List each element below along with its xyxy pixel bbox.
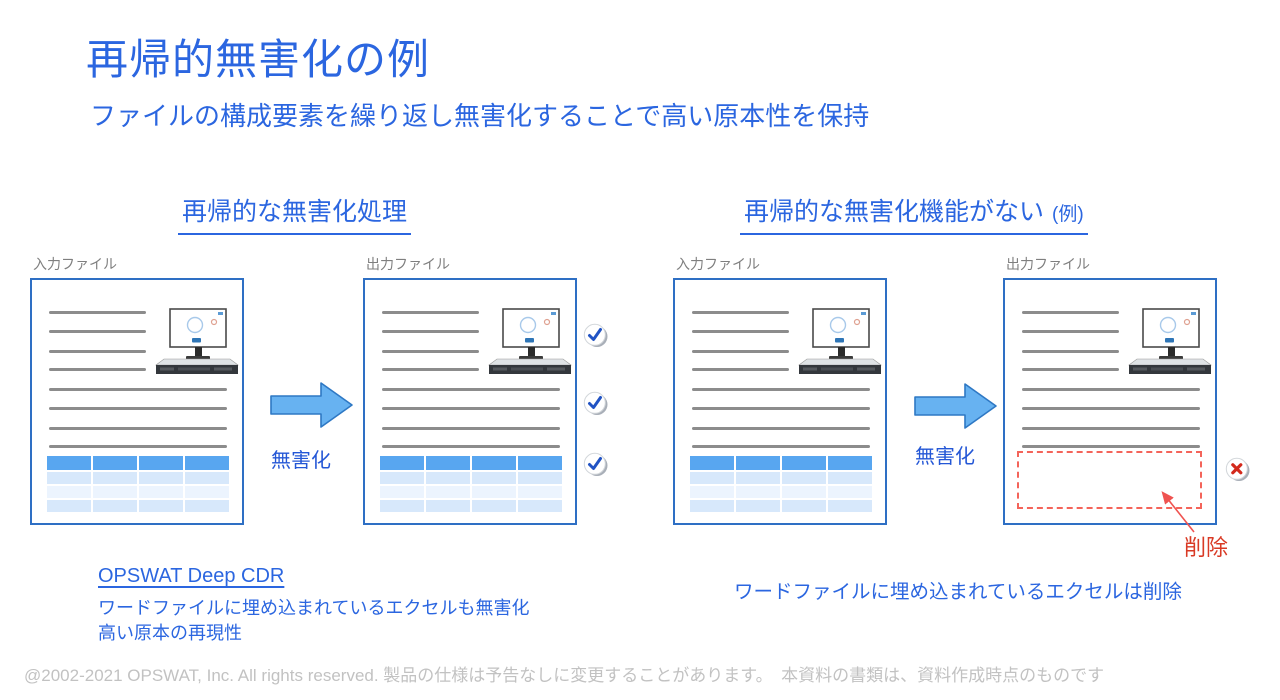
left-section-header-text: 再帰的な無害化処理 xyxy=(182,198,408,226)
table-row xyxy=(690,472,872,484)
cross-icon xyxy=(1225,457,1250,481)
table-row xyxy=(380,472,562,484)
deleted-table-area xyxy=(1017,451,1202,509)
doc-line xyxy=(382,388,560,391)
doc-line xyxy=(692,445,870,448)
right-note: ワードファイルに埋め込まれているエクセルは削除 xyxy=(734,581,1182,603)
doc-line xyxy=(1022,388,1200,391)
server-monitor-icon xyxy=(155,308,239,374)
doc-line xyxy=(692,350,789,353)
table-row xyxy=(690,486,872,498)
check-icon xyxy=(583,452,608,476)
doc-line xyxy=(49,388,227,391)
right-input-document xyxy=(673,278,887,525)
left-section-header: 再帰的な無害化処理 xyxy=(178,192,412,235)
doc-line xyxy=(692,311,789,314)
table-row xyxy=(380,486,562,498)
left-input-file-label: 入力ファイル xyxy=(33,256,117,272)
table-header-row xyxy=(690,456,872,470)
embedded-excel-table xyxy=(47,456,229,512)
doc-line xyxy=(49,427,227,430)
doc-line xyxy=(1022,330,1119,333)
doc-line xyxy=(1022,350,1119,353)
doc-line xyxy=(1022,445,1200,448)
right-section-header: 再帰的な無害化機能がない (例) xyxy=(740,192,1088,235)
right-output-file-label: 出力ファイル xyxy=(1006,256,1090,272)
doc-line xyxy=(49,311,146,314)
doc-line xyxy=(692,407,870,410)
doc-line xyxy=(692,368,789,371)
embedded-excel-table xyxy=(380,456,562,512)
doc-line xyxy=(49,350,146,353)
delete-label: 削除 xyxy=(1184,535,1229,560)
server-monitor-icon xyxy=(488,308,572,374)
table-header-row xyxy=(380,456,562,470)
left-note-line1: ワードファイルに埋め込まれているエクセルも無害化 xyxy=(98,598,530,618)
check-icon xyxy=(583,323,608,347)
left-output-document xyxy=(363,278,577,525)
right-section-header-suffix: (例) xyxy=(1052,204,1084,225)
left-note-line2: 高い原本の再現性 xyxy=(98,623,242,643)
server-monitor-icon xyxy=(798,308,882,374)
right-output-document xyxy=(1003,278,1217,525)
doc-line xyxy=(382,427,560,430)
table-row xyxy=(47,486,229,498)
server-monitor-icon xyxy=(1128,308,1212,374)
block-arrow-right-icon xyxy=(914,383,997,429)
doc-line xyxy=(382,445,560,448)
left-arrow-label: 無害化 xyxy=(271,450,331,472)
doc-line xyxy=(49,330,146,333)
embedded-excel-table xyxy=(690,456,872,512)
table-row xyxy=(47,472,229,484)
doc-line xyxy=(382,311,479,314)
doc-line xyxy=(382,350,479,353)
left-output-file-label: 出力ファイル xyxy=(366,256,450,272)
check-icon xyxy=(583,391,608,415)
doc-line xyxy=(692,330,789,333)
doc-line xyxy=(382,368,479,371)
doc-line xyxy=(692,388,870,391)
copyright-footer: @2002-2021 OPSWAT, Inc. All rights reser… xyxy=(24,666,1105,685)
table-header-row xyxy=(47,456,229,470)
table-row xyxy=(690,500,872,512)
left-note-title: OPSWAT Deep CDR xyxy=(98,565,285,587)
right-section-header-text: 再帰的な無害化機能がない xyxy=(744,198,1045,226)
doc-line xyxy=(1022,368,1119,371)
doc-line xyxy=(49,368,146,371)
doc-line xyxy=(49,407,227,410)
right-input-file-label: 入力ファイル xyxy=(676,256,760,272)
doc-line xyxy=(382,330,479,333)
doc-line xyxy=(1022,427,1200,430)
doc-line xyxy=(382,407,560,410)
page-title: 再帰的無害化の例 xyxy=(86,36,431,83)
doc-line xyxy=(1022,311,1119,314)
doc-line xyxy=(692,427,870,430)
red-arrow-pointer-icon xyxy=(1161,491,1195,533)
left-input-document xyxy=(30,278,244,525)
page-subtitle: ファイルの構成要素を繰り返し無害化することで高い原本性を保持 xyxy=(90,101,870,131)
table-row xyxy=(380,500,562,512)
block-arrow-right-icon xyxy=(270,382,353,428)
table-row xyxy=(47,500,229,512)
doc-line xyxy=(49,445,227,448)
right-arrow-label: 無害化 xyxy=(915,446,975,468)
doc-line xyxy=(1022,407,1200,410)
